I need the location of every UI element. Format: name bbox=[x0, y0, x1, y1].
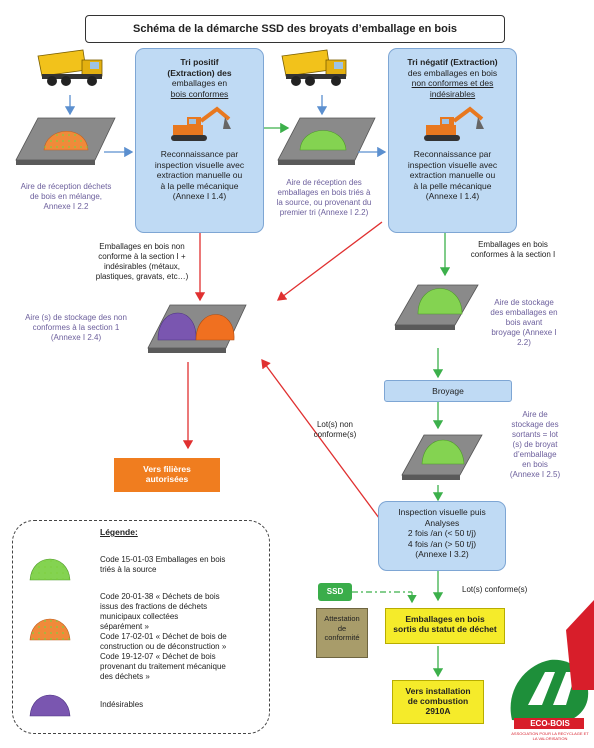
tri-positif-foot4: à la pelle mécanique bbox=[160, 180, 239, 191]
storage-plate-sortants bbox=[401, 434, 483, 480]
label-conformes-right: Emballages en bois conformes à la sectio… bbox=[470, 240, 556, 259]
tri-negatif-foot4: à la pelle mécanique bbox=[413, 180, 492, 191]
tri-negatif-foot2: inspection visuelle avec bbox=[407, 159, 498, 170]
box-ssd: SSD bbox=[318, 583, 352, 601]
legend-title: Légende: bbox=[100, 527, 138, 537]
label-aire-reception-tries: Aire de réception des emballages en bois… bbox=[276, 178, 372, 217]
red-corner-shape bbox=[566, 600, 594, 690]
legend-heap-orange bbox=[29, 618, 71, 641]
label-stockage-sortants: Aire de stockage des sortants = lot (s) … bbox=[509, 410, 561, 479]
diagram-title: Schéma de la démarche SSD des broyats d’… bbox=[85, 15, 505, 43]
reception-plate-sorted bbox=[277, 117, 376, 165]
legend-item-purple: Indésirables bbox=[100, 700, 144, 709]
legend-box bbox=[12, 520, 270, 734]
tri-negatif-foot5: (Annexe I 1.4) bbox=[425, 191, 480, 201]
box-tri-positif: Tri positif (Extraction) des emballages … bbox=[135, 48, 264, 233]
box-inspection: Inspection visuelle puis Analyses 2 fois… bbox=[378, 501, 506, 571]
tri-positif-line1: Tri positif bbox=[180, 57, 219, 67]
tri-negatif-line1: Tri négatif (Extraction) bbox=[407, 57, 498, 67]
eco-bois-logo-text: ECO-BOIS bbox=[530, 719, 570, 728]
box-broyage: Broyage bbox=[384, 380, 512, 402]
storage-plate-before-broyage bbox=[394, 284, 479, 330]
legend-item-green: Code 15-01-03 Emballages en bois triés à… bbox=[100, 555, 226, 574]
tri-positif-foot5: (Annexe I 1.4) bbox=[172, 191, 227, 201]
legend-heap-purple bbox=[29, 694, 71, 717]
box-attestation-conformite: Attestation de conformité bbox=[316, 608, 368, 658]
label-stockage-avant-broyage: Aire de stockage des emballages en bois … bbox=[490, 298, 558, 347]
label-stockage-non-conformes: Aire (s) de stockage des non conformes à… bbox=[25, 313, 127, 342]
tri-positif-line3: emballages en bbox=[171, 78, 228, 88]
box-vers-filieres: Vers filières autorisées bbox=[114, 458, 220, 492]
tri-positif-line2: (Extraction) des bbox=[167, 67, 232, 78]
label-non-conformes-left: Emballages en bois non conforme à la sec… bbox=[95, 242, 189, 281]
tri-negatif-line4: indésirables bbox=[429, 88, 476, 99]
legend-heap-green bbox=[29, 558, 71, 581]
label-aire-reception-melange: Aire de réception déchets de bois en mél… bbox=[20, 182, 112, 211]
box-sortis-statut-dechet: Emballages en bois sortis du statut de d… bbox=[385, 608, 505, 644]
tri-negatif-foot1: Reconnaissance par bbox=[413, 149, 492, 159]
tri-positif-foot1: Reconnaissance par bbox=[160, 149, 239, 159]
tri-positif-foot3: extraction manuelle ou bbox=[156, 170, 243, 180]
box-tri-negatif: Tri négatif (Extraction) des emballages … bbox=[388, 48, 517, 233]
label-lot-conforme: Lot(s) conforme(s) bbox=[462, 585, 528, 594]
eco-bois-logo-tagline: ASSOCIATION POUR LA RECYCLAGE ET LA VALO… bbox=[511, 731, 589, 741]
arrow-inspection-to-non-conformes bbox=[261, 358, 383, 523]
eco-bois-logo-mark bbox=[510, 659, 589, 729]
tri-negatif-line2: des emballages en bois bbox=[407, 67, 498, 78]
tri-positif-line4: bois conformes bbox=[170, 88, 229, 99]
reception-plate-mixed bbox=[15, 117, 116, 165]
legend-item-orange: Code 20-01-38 « Déchets de bois issus de… bbox=[100, 592, 227, 681]
dump-truck-icon-1 bbox=[37, 49, 103, 86]
arrow-tri-negatif-to-non-conformes bbox=[276, 221, 383, 301]
tri-positif-foot2: inspection visuelle avec bbox=[154, 159, 245, 170]
label-lot-non-conforme: Lot(s) non conforme(s) bbox=[313, 420, 357, 439]
box-vers-combustion: Vers installation de combustion 2910A bbox=[392, 680, 484, 724]
dump-truck-icon-2 bbox=[281, 49, 347, 86]
tri-negatif-line3: non conformes et des bbox=[411, 78, 494, 88]
tri-negatif-foot3: extraction manuelle ou bbox=[409, 170, 496, 180]
excavator-icon-1 bbox=[170, 106, 231, 141]
storage-plate-non-conformes bbox=[147, 304, 247, 353]
excavator-icon-2 bbox=[423, 106, 484, 141]
